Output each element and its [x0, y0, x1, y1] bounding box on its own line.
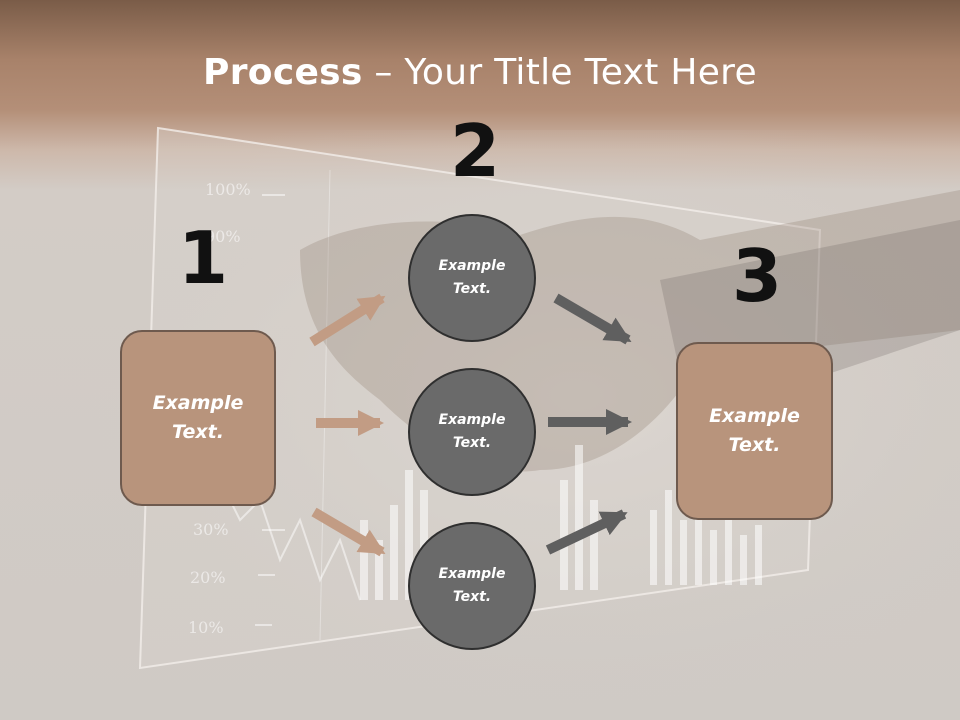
title-rest: – Your Title Text Here	[362, 52, 757, 93]
step-number-1: 1	[178, 216, 229, 300]
step1-box: Example Text.	[120, 330, 276, 506]
circle-middle-text: Example Text.	[438, 412, 506, 451]
bg-label-90: 90%	[205, 227, 241, 246]
step1-box-text: Example Text.	[152, 392, 244, 443]
bg-label-100: 100%	[205, 180, 251, 199]
step3-box: Example Text.	[676, 342, 833, 520]
bg-label-20: 20%	[190, 568, 226, 587]
circle-bottom-text: Example Text.	[438, 566, 506, 605]
title-bold: Process	[203, 52, 363, 93]
slide-title: Process – Your Title Text Here	[0, 52, 960, 93]
step3-box-text: Example Text.	[709, 405, 800, 456]
step-number-3: 3	[732, 234, 783, 318]
step2-circle-middle: Example Text.	[408, 368, 536, 496]
step2-circle-bottom: Example Text.	[408, 522, 536, 650]
circle-top-text: Example Text.	[438, 258, 506, 297]
step2-circle-top: Example Text.	[408, 214, 536, 342]
step-number-2: 2	[450, 109, 501, 193]
bg-label-30: 30%	[193, 520, 229, 539]
bg-label-10: 10%	[188, 618, 224, 637]
